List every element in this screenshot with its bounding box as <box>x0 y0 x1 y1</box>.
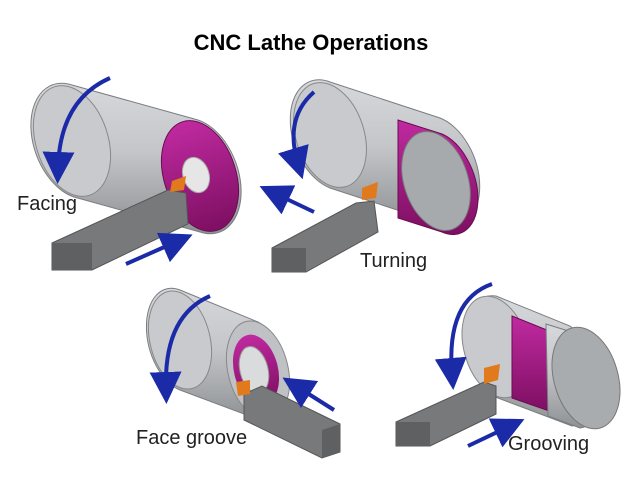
turning-label: Turning <box>360 250 428 272</box>
face-groove-operation <box>145 287 341 459</box>
face-groove-feed-arrow <box>282 377 336 412</box>
grooving-label: Grooving <box>508 433 590 455</box>
grooving-tool <box>395 364 500 447</box>
grooving-rotation-arrow <box>434 282 493 390</box>
face-groove-label: Face groove <box>136 427 248 449</box>
facing-operation <box>30 76 242 271</box>
facing-label: Facing <box>17 193 78 215</box>
facing-rotation-arrow <box>42 76 111 184</box>
grooving-feed-arrow <box>467 418 525 448</box>
facing-workpiece <box>30 82 242 235</box>
turning-feed-arrow <box>259 185 315 215</box>
grooving-workpiece <box>461 295 621 430</box>
face-groove-rotation-arrow <box>149 294 211 404</box>
facing-feed-arrow <box>125 232 193 266</box>
grooving-operation <box>395 282 621 448</box>
turning-workpiece <box>289 79 481 236</box>
turning-operation <box>259 79 481 273</box>
face-groove-tool <box>236 380 341 459</box>
turning-tool <box>271 182 379 273</box>
diagram-title: CNC Lathe Operations <box>193 30 429 55</box>
turning-rotation-arrow <box>278 90 316 180</box>
facing-tool <box>51 176 189 271</box>
